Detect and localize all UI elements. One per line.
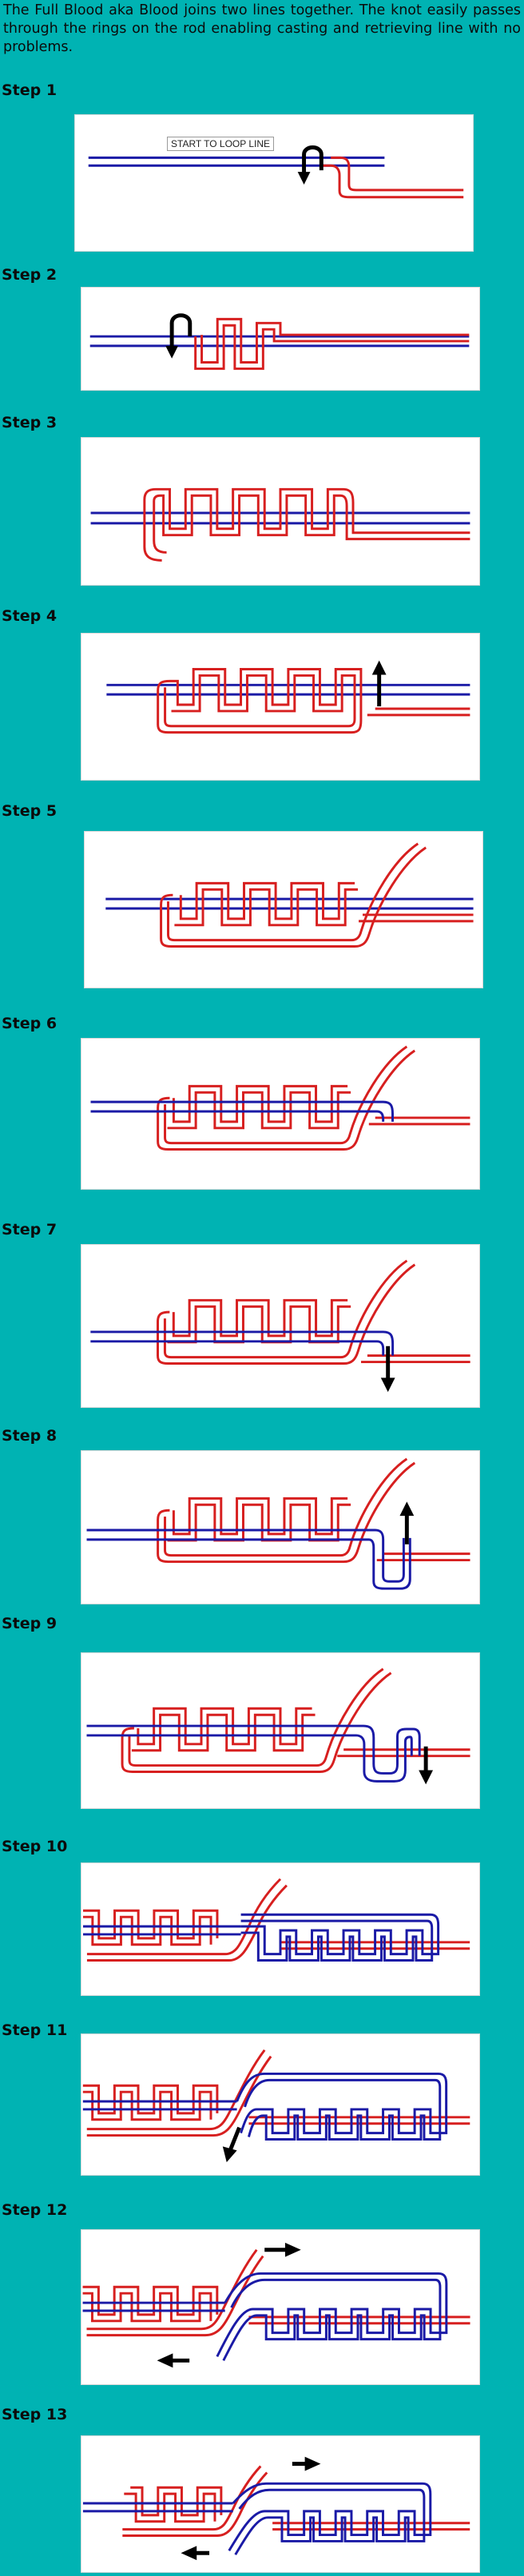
step-12-diagram — [81, 2229, 480, 2385]
step-1-diagram — [74, 114, 474, 252]
step-5-label: Step 5 — [2, 802, 58, 820]
step-6-diagram — [81, 1038, 480, 1190]
step-8-label: Step 8 — [2, 1427, 58, 1445]
step-12-label: Step 12 — [2, 2201, 68, 2219]
step-11-label: Step 11 — [2, 2021, 68, 2039]
step-3-label: Step 3 — [2, 414, 58, 431]
step-7-label: Step 7 — [2, 1221, 58, 1238]
step-13-diagram — [81, 2435, 480, 2573]
step-10-diagram — [81, 1862, 480, 1996]
intro-text: The Full Blood aka Blood joins two lines… — [3, 2, 521, 55]
step-13-label: Step 13 — [2, 2406, 68, 2423]
step-5-diagram — [84, 831, 483, 988]
step-7-diagram — [81, 1244, 480, 1408]
step-9-diagram — [81, 1652, 480, 1809]
step-2-diagram — [81, 287, 480, 391]
step-1-label: Step 1 — [2, 81, 58, 99]
step-1-caption: START TO LOOP LINE — [167, 137, 275, 151]
step-3-diagram — [81, 437, 480, 586]
step-2-label: Step 2 — [2, 266, 58, 284]
step-4-diagram — [81, 633, 480, 781]
step-8-diagram — [81, 1450, 480, 1604]
step-4-label: Step 4 — [2, 607, 58, 625]
step-11-diagram — [81, 2033, 480, 2176]
step-9-label: Step 9 — [2, 1615, 58, 1632]
step-10-label: Step 10 — [2, 1838, 68, 1855]
step-6-label: Step 6 — [2, 1015, 58, 1032]
